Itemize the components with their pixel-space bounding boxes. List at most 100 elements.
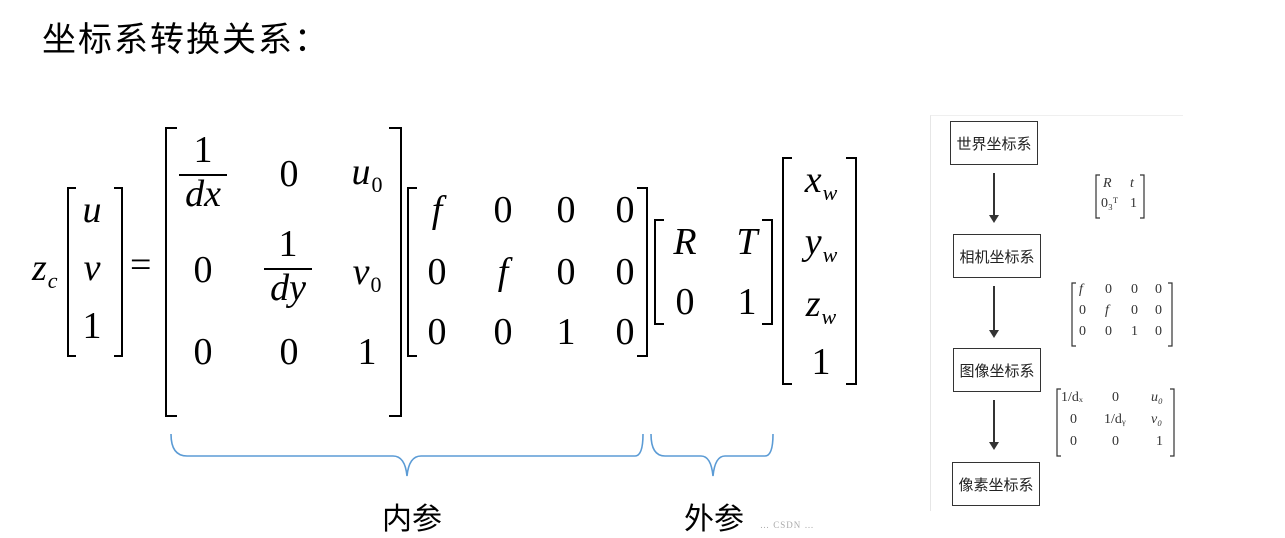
proj-r0c0: f: [431, 189, 443, 231]
proj-r1c1: f: [497, 251, 509, 293]
proj-r2c3: 0: [615, 311, 635, 353]
mini-cell: 0: [1131, 282, 1138, 297]
world-y-base: y: [804, 221, 822, 263]
scale-factor: zc: [32, 246, 58, 294]
node-image-coordinates: 图像坐标系: [953, 348, 1041, 392]
intrinsic-matrix-brackets: [165, 127, 402, 417]
projection-matrix-brackets: [407, 187, 648, 357]
mini-cell: 1/dᵧ: [1104, 412, 1126, 427]
mini-cell: 0: [1155, 282, 1162, 297]
frac-numerator: 1: [278, 223, 298, 265]
mini-cell: 1: [1131, 324, 1138, 339]
intrinsic-v0: v0: [332, 250, 402, 298]
node-pixel-coordinates: 像素坐标系: [952, 462, 1040, 506]
node-world-coordinates: 世界坐标系: [950, 121, 1038, 165]
world-x: xw: [786, 158, 856, 206]
proj-r1c0: 0: [427, 251, 447, 293]
mini-R: R: [1103, 176, 1112, 191]
u0-sub: 0: [371, 172, 383, 197]
proj-r1c3: 0: [615, 251, 635, 293]
scale-subscript: c: [47, 268, 58, 293]
intrinsic-r1c0: 0: [193, 249, 213, 291]
world-one: 1: [811, 341, 831, 383]
intrinsic-r2c1: 0: [279, 331, 299, 373]
world-vector-brackets: [782, 157, 857, 385]
mini-cell: f: [1079, 282, 1083, 297]
frac-bar: [264, 268, 312, 270]
extrinsic-mini-brackets: [1095, 174, 1145, 219]
u0-base: u: [351, 151, 371, 193]
extrinsic-brace: [650, 433, 774, 477]
intrinsic-u0: u0: [332, 150, 402, 198]
extrinsic-mini-matrix: R t 0₃ᵀ 1: [1095, 176, 1147, 220]
mini-cell: 1: [1156, 434, 1163, 449]
page-title: 坐标系转换关系：: [42, 20, 330, 60]
mini-cell: 0: [1079, 324, 1086, 339]
world-z-base: z: [805, 283, 821, 325]
coordinate-flowchart: 世界坐标系 相机坐标系 图像坐标系 像素坐标系 R t 0₃ᵀ 1 f 0 0 …: [930, 115, 1183, 511]
frac-denominator: dx: [185, 173, 221, 215]
proj-r2c2: 1: [556, 311, 576, 353]
world-y: yw: [786, 220, 856, 268]
mini-cell: 0: [1112, 434, 1119, 449]
mini-cell: 0: [1105, 324, 1112, 339]
intrinsic-mini-brackets: [1056, 388, 1175, 457]
mini-zero-t: 0₃ᵀ: [1101, 196, 1118, 211]
arrow-down-icon: [990, 400, 998, 450]
intrinsic-brace: [170, 433, 644, 477]
world-y-sub: w: [822, 242, 838, 267]
v0-base: v: [352, 251, 370, 293]
watermark: … CSDN …: [760, 520, 815, 530]
mini-cell: v₀: [1151, 412, 1163, 427]
mini-cell: 0: [1155, 303, 1162, 318]
mini-cell: 0: [1070, 434, 1077, 449]
projection-mini-brackets: [1071, 282, 1173, 347]
proj-r2c0: 0: [427, 311, 447, 353]
ext-zero: 0: [675, 281, 695, 323]
proj-r0c2: 0: [556, 189, 576, 231]
fraction-1-over-dy: 1 dy: [258, 222, 318, 310]
ext-R: R: [673, 221, 697, 263]
projection-mini-matrix: f 0 0 0 0 f 0 0 0 0 1 0: [1071, 282, 1175, 348]
fraction-1-over-dx: 1 dx: [173, 128, 233, 216]
lhs-u: u: [82, 189, 102, 231]
intrinsic-r0c1: 0: [279, 153, 299, 195]
extrinsic-label: 外参: [684, 502, 744, 537]
arrow-down-icon: [990, 173, 998, 223]
world-x-sub: w: [822, 180, 838, 205]
node-camera-coordinates: 相机坐标系: [953, 234, 1041, 278]
v0-sub: 0: [370, 272, 382, 297]
intrinsic-r2c2: 1: [357, 331, 377, 373]
mini-one: 1: [1130, 196, 1137, 211]
ext-one: 1: [737, 281, 757, 323]
mini-cell: 0: [1155, 324, 1162, 339]
proj-r1c2: 0: [556, 251, 576, 293]
frac-numerator: 1: [193, 129, 213, 171]
mini-cell: 1/dₓ: [1061, 390, 1083, 405]
mini-cell: u₀: [1151, 390, 1163, 405]
mini-cell: 0: [1112, 390, 1119, 405]
parameter-braces: [170, 433, 774, 477]
mini-cell: 0: [1131, 303, 1138, 318]
world-z-sub: w: [821, 304, 837, 329]
mini-cell: f: [1105, 303, 1109, 318]
proj-r0c3: 0: [615, 189, 635, 231]
world-z: zw: [786, 282, 856, 330]
lhs-v: v: [83, 247, 101, 289]
equals-sign: =: [130, 244, 152, 286]
intrinsic-label: 内参: [382, 502, 442, 537]
arrow-down-icon: [990, 286, 998, 338]
extrinsic-matrix-brackets: [654, 219, 773, 325]
ext-T: T: [736, 221, 758, 263]
frac-bar: [179, 174, 227, 176]
proj-r2c1: 0: [493, 311, 513, 353]
world-x-base: x: [804, 159, 822, 201]
mini-cell: 0: [1105, 282, 1112, 297]
lhs-vector-brackets: [67, 187, 123, 357]
frac-denominator: dy: [270, 267, 306, 309]
mini-cell: 0: [1070, 412, 1077, 427]
intrinsic-r2c0: 0: [193, 331, 213, 373]
mini-t: t: [1130, 176, 1134, 191]
proj-r0c1: 0: [493, 189, 513, 231]
mini-cell: 0: [1079, 303, 1086, 318]
